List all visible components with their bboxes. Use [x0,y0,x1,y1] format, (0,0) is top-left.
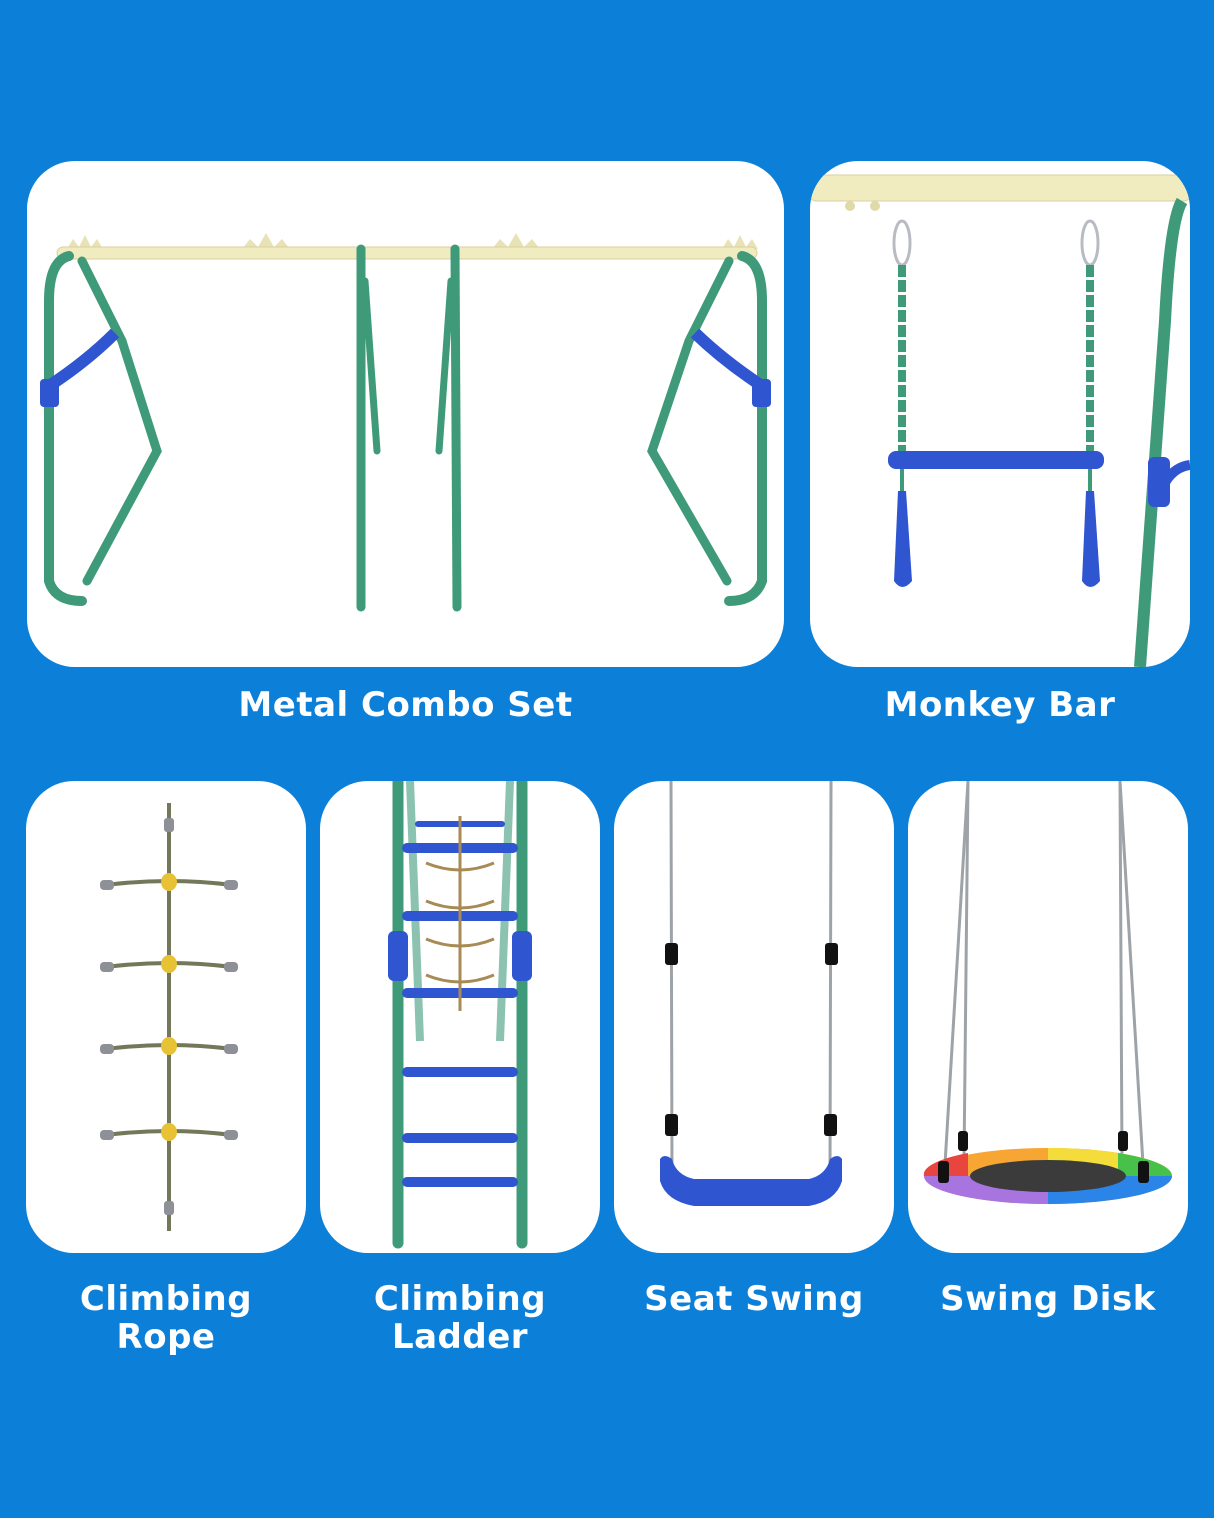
label-climbing-ladder: Climbing Ladder [320,1280,600,1356]
label-swing-disk: Swing Disk [940,1279,1156,1319]
metal-combo-set-icon [40,233,771,612]
label-climbing-ladder-line-1: Climbing [373,1279,547,1319]
label-metal-combo-set: Metal Combo Set [238,685,573,725]
label-seat-swing: Seat Swing [644,1279,864,1319]
monkey-bar-icon [810,174,1190,667]
climbing-rope-icon [100,803,238,1231]
card-climbing-rope [26,781,306,1253]
card-monkey-bar [810,161,1190,667]
card-swing-disk [908,781,1188,1253]
climbing-ladder-icon [388,781,532,1249]
card-seat-swing [614,781,894,1253]
label-monkey-bar: Monkey Bar [884,685,1116,725]
label-climbing-rope-line-1: Climbing [79,1279,253,1319]
label-climbing-ladder-line-2: Ladder [391,1317,529,1357]
seat-swing-icon [660,781,842,1206]
label-climbing-rope-line-2: Rope [116,1317,216,1357]
label-climbing-rope: Climbing Rope [26,1280,306,1356]
card-climbing-ladder [320,781,600,1253]
card-metal-combo-set [27,161,784,667]
swing-disk-icon [923,781,1172,1204]
